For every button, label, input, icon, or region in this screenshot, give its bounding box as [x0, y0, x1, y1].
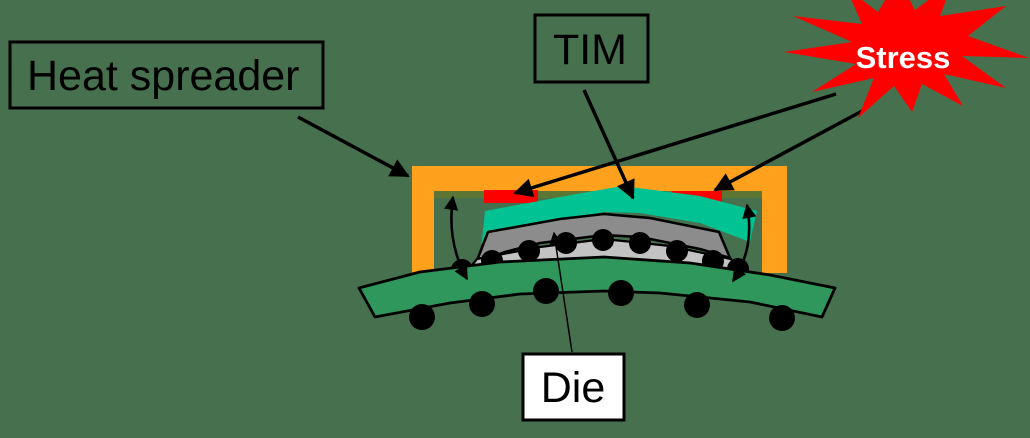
stress-star — [784, 0, 1029, 118]
underfill-bump — [518, 240, 540, 262]
stress-region-left — [484, 190, 538, 203]
solder-ball — [409, 304, 435, 330]
solder-ball — [769, 305, 795, 331]
heat-spreader-label-box — [8, 40, 325, 110]
underfill-bump — [592, 229, 614, 251]
tim-layer — [481, 186, 757, 250]
heat-spreader-label: Heat spreader — [27, 52, 300, 100]
heat-spreader-lid — [412, 166, 787, 278]
solder-ball — [684, 292, 710, 318]
heat-spreader-arrow — [297, 115, 410, 178]
solder-ball — [608, 280, 634, 306]
stress-label: Stress — [856, 40, 951, 75]
solder-ball — [469, 291, 495, 317]
solder-balls — [409, 278, 795, 331]
tim-label-box — [533, 13, 650, 84]
die-label-box — [521, 352, 626, 422]
die-label: Die — [541, 364, 606, 412]
tim-label: TIM — [553, 26, 627, 74]
underfill-bump — [555, 232, 577, 254]
stress-arrow-right — [713, 108, 865, 192]
stress-arrow-left — [513, 92, 837, 198]
tim-arrow — [582, 89, 635, 200]
warp-arrow-left — [444, 195, 469, 281]
underfill-bump — [629, 232, 651, 254]
warp-arrow-right — [731, 203, 757, 283]
die-arrow — [548, 231, 573, 353]
underfill-bump — [666, 240, 688, 262]
solder-ball — [533, 278, 559, 304]
